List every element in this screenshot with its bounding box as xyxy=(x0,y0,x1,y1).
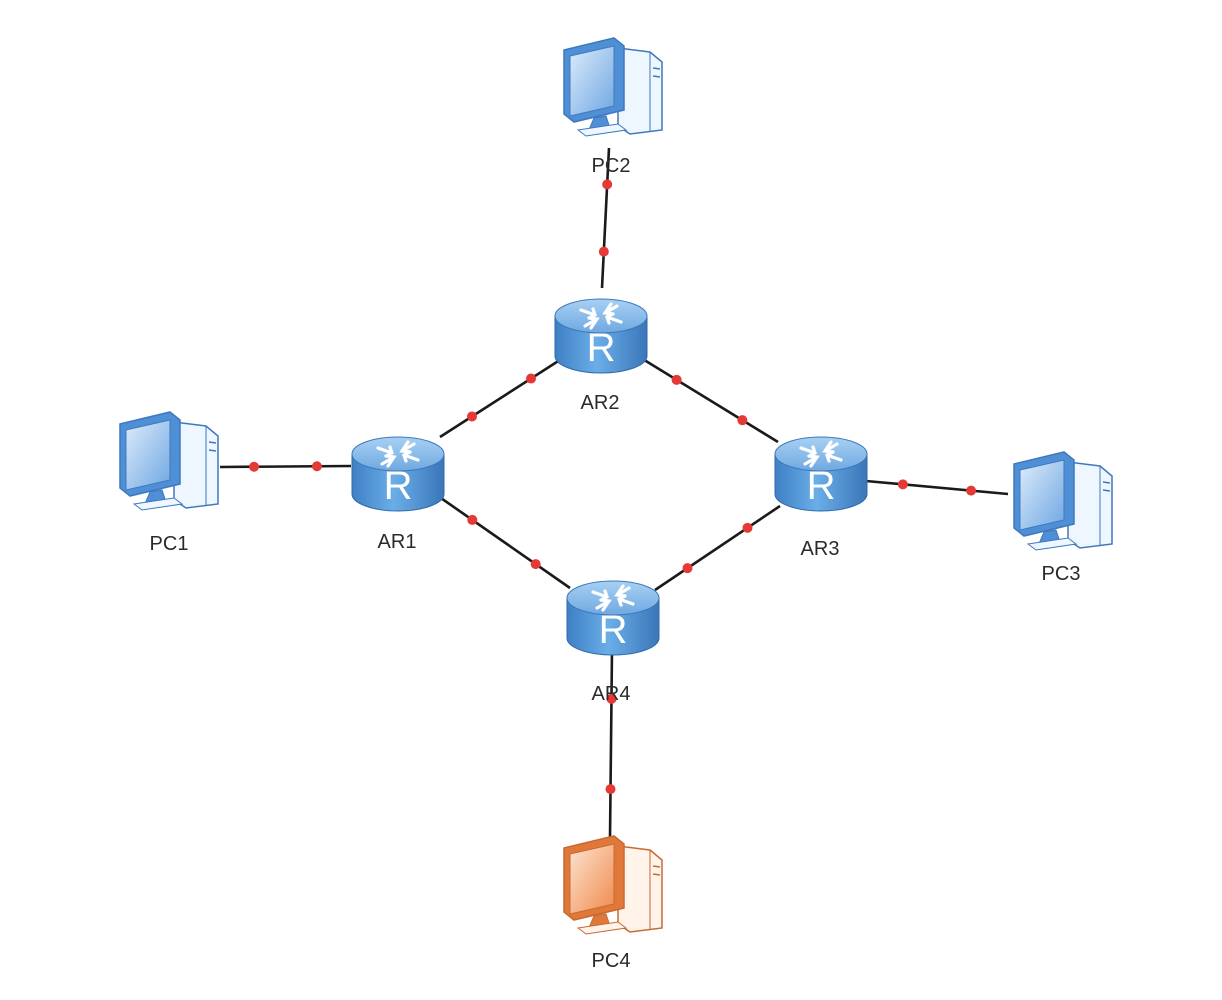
port-dot xyxy=(605,784,616,795)
pc-icon xyxy=(563,835,663,935)
port-dot xyxy=(606,693,617,704)
router-glyph: R xyxy=(807,464,836,508)
router-glyph: R xyxy=(599,608,628,652)
port-dot xyxy=(526,373,537,384)
pc-icon xyxy=(119,411,219,511)
router-icon xyxy=(351,436,445,512)
router-ar3[interactable]: R xyxy=(774,436,868,512)
router-label-ar2: AR2 xyxy=(580,392,620,414)
link-ar2-ar3 xyxy=(640,356,779,444)
pc-label-pc2: PC2 xyxy=(591,155,631,177)
link-ar1-pc1 xyxy=(219,464,352,469)
port-dot xyxy=(742,522,753,533)
port-dot xyxy=(737,415,748,426)
port-dot xyxy=(467,514,478,525)
router-label-ar3: AR3 xyxy=(800,538,840,560)
router-ar4[interactable]: R xyxy=(566,580,660,656)
router-glyph: R xyxy=(587,326,616,370)
port-dot xyxy=(602,179,613,190)
link-ar1-ar4 xyxy=(437,494,571,590)
link-pc2-ar2 xyxy=(600,147,611,289)
router-label-ar4: AR4 xyxy=(591,683,631,705)
router-icon xyxy=(566,580,660,656)
pc-label-pc3: PC3 xyxy=(1041,563,1081,585)
port-dot xyxy=(671,374,682,385)
port-dot xyxy=(966,485,977,496)
router-ar1[interactable]: R xyxy=(351,436,445,512)
port-dot xyxy=(249,461,260,472)
link-ar3-ar4 xyxy=(654,504,781,592)
port-dot xyxy=(466,411,477,422)
pc-icon xyxy=(563,37,663,137)
router-icon xyxy=(774,436,868,512)
port-dot xyxy=(598,246,609,257)
router-glyph: R xyxy=(384,464,413,508)
pc-pc4[interactable] xyxy=(563,835,663,935)
router-ar2[interactable]: R xyxy=(554,298,648,374)
router-label-ar1: AR1 xyxy=(377,531,417,553)
pc-label-pc1: PC1 xyxy=(149,533,189,555)
pc-icon xyxy=(1013,451,1113,551)
port-dot xyxy=(311,461,322,472)
pc-pc3[interactable] xyxy=(1013,451,1113,551)
router-icon xyxy=(554,298,648,374)
pc-pc2[interactable] xyxy=(563,37,663,137)
link-ar2-ar1 xyxy=(439,356,564,439)
link-ar4-pc4 xyxy=(608,649,614,839)
pc-label-pc4: PC4 xyxy=(591,950,631,972)
pc-pc1[interactable] xyxy=(119,411,219,511)
port-dot xyxy=(530,559,541,570)
link-ar3-pc3 xyxy=(865,479,1009,496)
port-dot xyxy=(682,563,693,574)
port-dot xyxy=(897,479,908,490)
